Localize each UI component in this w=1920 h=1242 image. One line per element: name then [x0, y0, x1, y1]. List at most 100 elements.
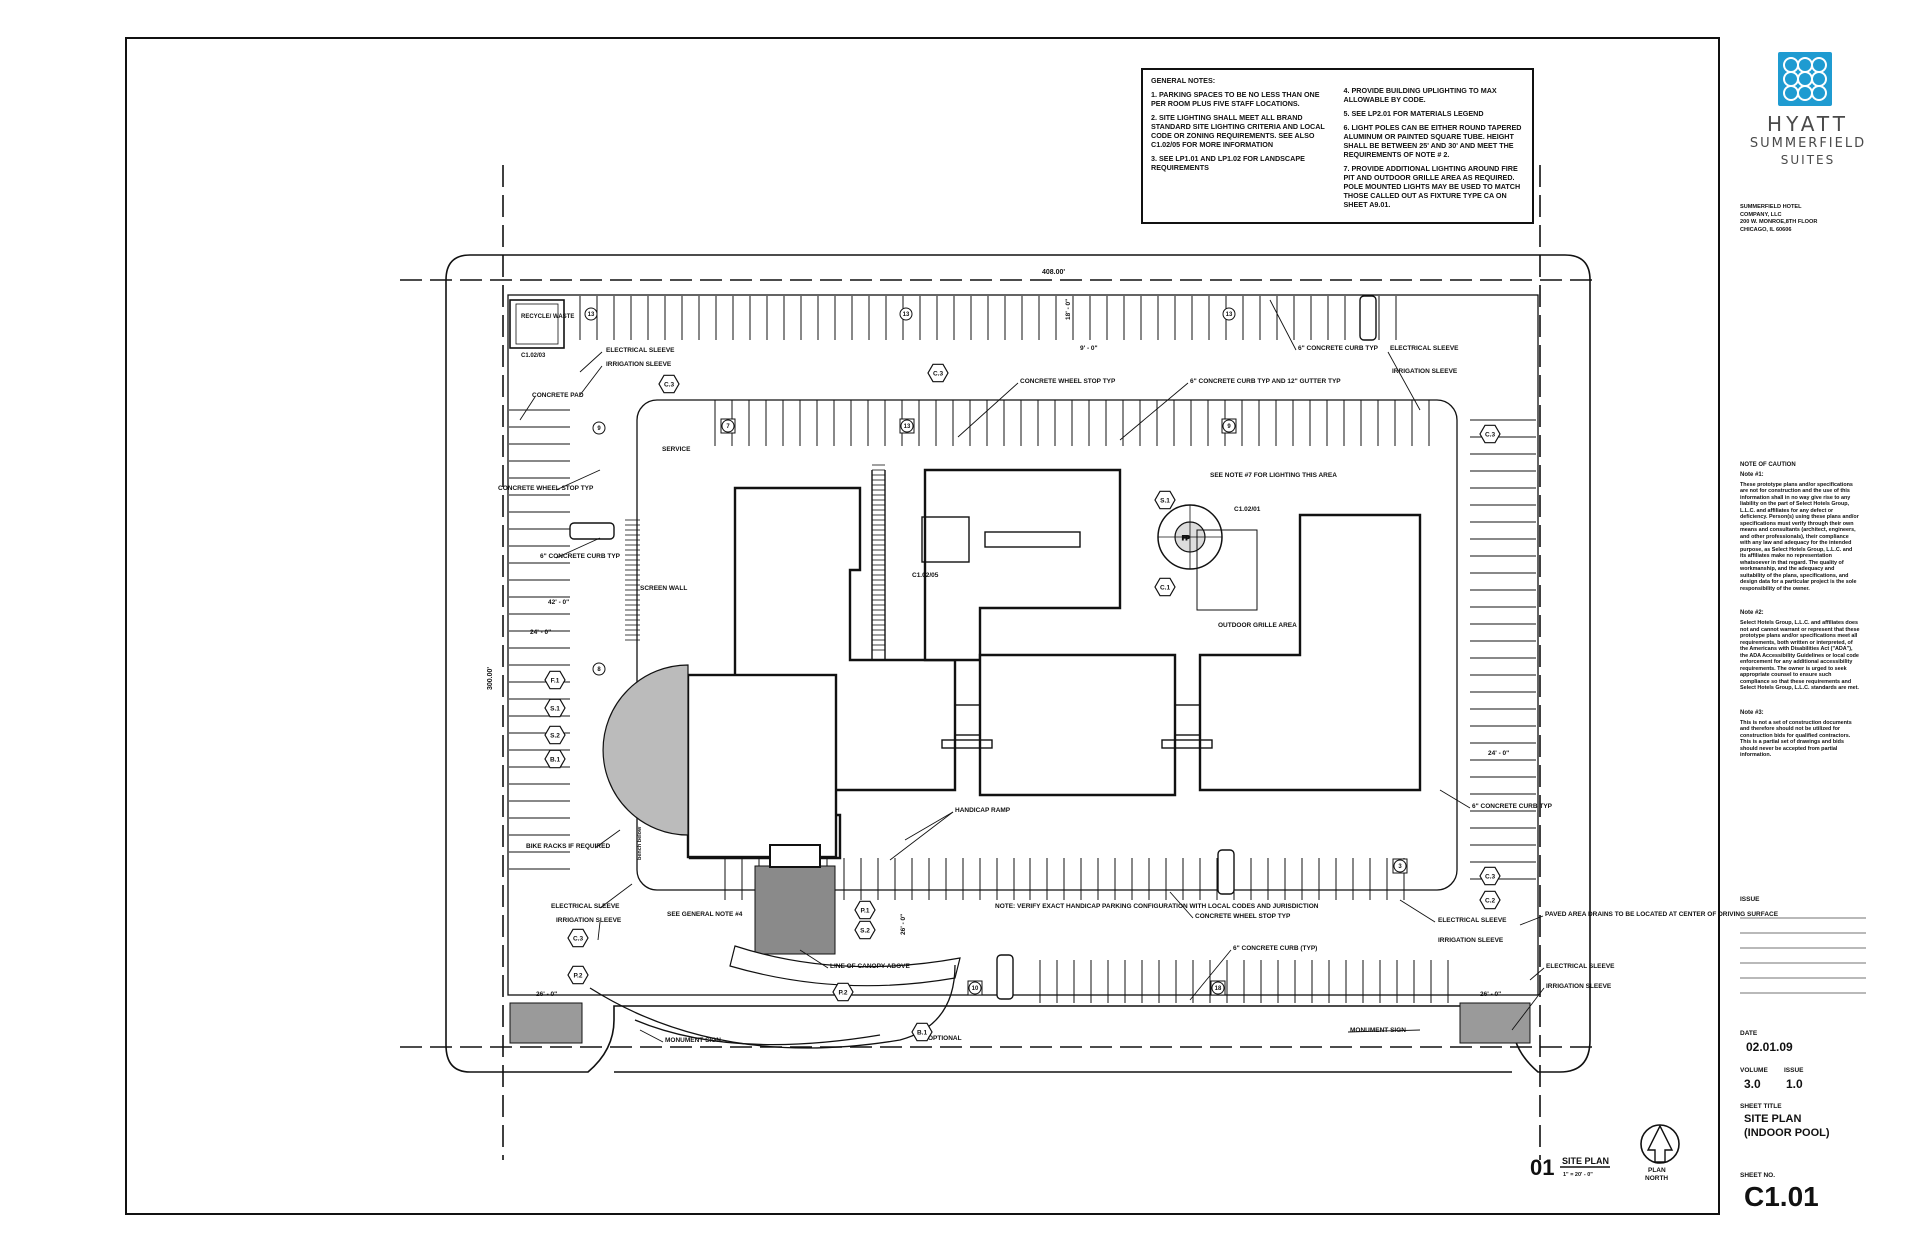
tag-f1: F.1 — [544, 670, 566, 690]
label-curb-left: 6" CONCRETE CURB TYP — [540, 553, 621, 560]
leader-line — [1519, 915, 1544, 926]
caution-block: NOTE OF CAUTION Note #1: These prototype… — [1740, 462, 1860, 758]
tag-hexagon — [1154, 490, 1176, 510]
dim-24: 24' - 0" — [530, 629, 551, 636]
label-screen-wall: SCREEN WALL — [640, 585, 687, 592]
north-label-2: NORTH — [1645, 1175, 1668, 1182]
stall-count-text: 13 — [588, 312, 595, 318]
label-service: SERVICE — [662, 446, 691, 453]
company-address-2: CHICAGO, IL 60606 — [1740, 226, 1792, 233]
leader-line — [1269, 299, 1297, 351]
issue-value: 1.0 — [1786, 1077, 1803, 1091]
general-note-2: 2. SITE LIGHTING SHALL MEET ALL BRAND ST… — [1151, 113, 1325, 149]
stall-count-t9a: 9 — [1221, 418, 1237, 434]
company-name-2: COMPANY, LLC — [1740, 211, 1782, 218]
fp-label: FP — [1182, 536, 1190, 542]
tag-text: S.2 — [550, 733, 560, 740]
leader-line — [594, 829, 621, 849]
general-notes-heading: GENERAL NOTES: — [1151, 76, 1216, 85]
tag-hexagon — [544, 725, 566, 745]
tag-text: B.1 — [550, 757, 561, 764]
dim-18: 18' - 0" — [1065, 299, 1072, 320]
stall-count-t18: 18 — [1210, 980, 1226, 996]
label-elec-sleeve-tr: ELECTRICAL SLEEVE — [1390, 345, 1459, 352]
tag-c3: C.3 — [1479, 866, 1501, 886]
leader-line — [1529, 967, 1545, 981]
stall-count-text: 13 — [903, 312, 910, 318]
leader-line — [1387, 351, 1421, 411]
tag-c3: C.3 — [658, 374, 680, 394]
drawing-scale: 1" = 20' - 0" — [1563, 1172, 1593, 1178]
tag-c3: C.3 — [1479, 424, 1501, 444]
stall-count-circle — [592, 662, 606, 676]
leader-line — [889, 811, 954, 861]
tag-s1: S.1 — [544, 698, 566, 718]
label-bike-racks: BIKE RACKS IF REQUIRED — [526, 843, 610, 850]
tag-hexagon — [1154, 577, 1176, 597]
north-arrow-icon — [1646, 1124, 1674, 1163]
tag-hexagon — [854, 920, 876, 940]
general-notes-right: 4. PROVIDE BUILDING UPLIGHTING TO MAX AL… — [1344, 76, 1525, 216]
caution-note3: This is not a set of construction docume… — [1740, 719, 1852, 758]
label-monument-left: MONUMENT SIGN — [665, 1037, 721, 1044]
tag-hexagon — [567, 965, 589, 985]
caution-note1: These prototype plans and/or specificati… — [1740, 482, 1859, 592]
leader-line — [579, 365, 603, 396]
label-see-note-7: SEE NOTE #7 FOR LIGHTING THIS AREA — [1210, 472, 1337, 479]
leader-line — [597, 921, 601, 941]
tag-text: F.1 — [551, 678, 560, 685]
label-verify-handicap: NOTE: VERIFY EXACT HANDICAP PARKING CONF… — [995, 903, 1319, 910]
brand-line-2: SUMMERFIELD — [1749, 136, 1867, 151]
date-value: 02.01.09 — [1746, 1040, 1793, 1054]
tag-text: P.2 — [839, 990, 848, 997]
tag-s2: S.2 — [854, 920, 876, 940]
leader-line — [639, 1029, 664, 1043]
label-curb-top: 6" CONCRETE CURB TYP — [1298, 345, 1379, 352]
leader-line — [904, 811, 954, 841]
volume-label: VOLUME — [1740, 1067, 1768, 1074]
label-see-general-note-4: SEE GENERAL NOTE #4 — [667, 911, 743, 918]
company-name-1: SUMMERFIELD HOTEL — [1740, 204, 1802, 210]
leader-line — [1347, 1029, 1421, 1033]
plaza-circle — [602, 664, 689, 836]
tag-text: C.3 — [1485, 432, 1496, 439]
tag-c3: C.3 — [927, 363, 949, 383]
tag-text: P.2 — [574, 973, 583, 980]
date-label: DATE — [1740, 1030, 1758, 1037]
tag-text: B.1 — [917, 1030, 928, 1037]
walk-hatching — [625, 464, 885, 651]
stall-count-text: 13 — [904, 424, 911, 430]
stall-count-text: 8 — [597, 667, 601, 673]
dim-9: 9' - 0" — [1080, 345, 1098, 352]
tag-s1: S.1 — [1154, 490, 1176, 510]
label-canopy: LINE OF CANOPY ABOVE — [830, 963, 910, 970]
stall-count-circle — [1393, 859, 1407, 873]
label-wheel-stop-left: CONCRETE WHEEL STOP TYP — [498, 485, 594, 492]
tag-text: C.3 — [664, 382, 675, 389]
fire-pit: FP — [1157, 504, 1223, 570]
stall-count-t8: 8 — [592, 662, 606, 676]
tag-p2: P.2 — [567, 965, 589, 985]
leader-line — [1439, 789, 1471, 809]
sheet-no-label: SHEET NO. — [1740, 1172, 1776, 1179]
general-note-3: 3. SEE LP1.01 AND LP1.02 FOR LANDSCAPE R… — [1151, 154, 1305, 172]
caution-note1-label: Note #1: — [1740, 472, 1764, 478]
dim-26-left: 26' - 0" — [536, 991, 557, 998]
tag-p2: P.2 — [832, 982, 854, 1002]
tag-hexagon — [927, 363, 949, 383]
setback-lines — [400, 165, 1600, 1160]
dim-top-width: 408.00' — [1042, 269, 1065, 276]
tag-hexagon — [1479, 866, 1501, 886]
label-irr-sleeve-bl: IRRIGATION SLEEVE — [556, 917, 622, 924]
stall-count-t13d: 13 — [899, 418, 915, 434]
stall-count-text: 7 — [726, 424, 730, 430]
sheet-title-2: (INDOOR POOL) — [1744, 1127, 1830, 1139]
cars — [569, 295, 1377, 1000]
stall-count-t9b: 9 — [592, 421, 606, 435]
label-grille-area: OUTDOOR GRILLE AREA — [1218, 622, 1297, 629]
tag-c3: C.3 — [567, 928, 589, 948]
stall-count-t13b: 13 — [899, 307, 913, 321]
general-note-4: 4. PROVIDE BUILDING UPLIGHTING TO MAX AL… — [1343, 86, 1497, 104]
label-curb-gutter: 6" CONCRETE CURB TYP AND 12" GUTTER TYP — [1190, 378, 1341, 385]
label-irr-sleeve-tr: IRRIGATION SLEEVE — [1392, 368, 1458, 375]
